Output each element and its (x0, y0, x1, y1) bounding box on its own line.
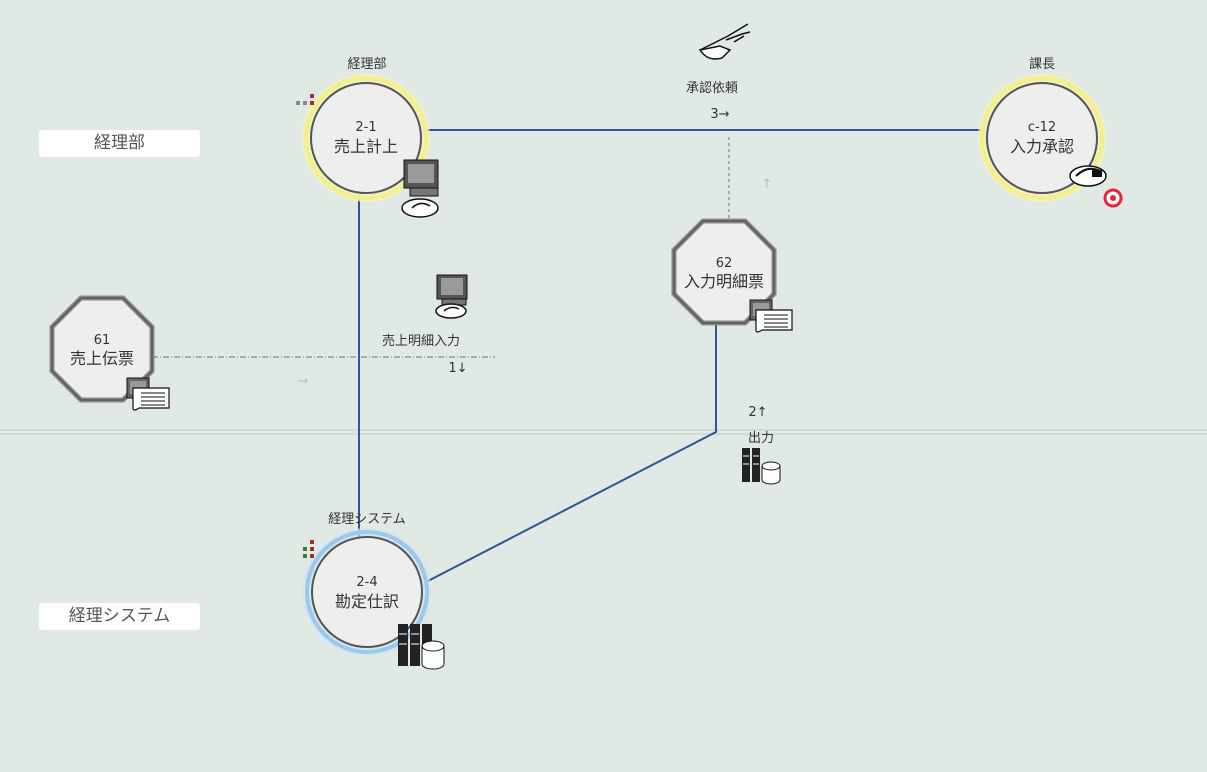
node-circle (310, 82, 422, 194)
node-name: 売上計上 (334, 137, 398, 156)
process-node-2-1[interactable] (302, 74, 430, 202)
server-database-icon (742, 448, 781, 485)
document-node-62[interactable] (671, 218, 777, 326)
node-number: c-12 (1028, 120, 1056, 135)
highlight-ring (305, 530, 429, 654)
node-role-label: 課長 (1029, 56, 1055, 72)
hand-pointing-icon (698, 23, 751, 60)
server-database-icon (398, 624, 445, 670)
node-name: 入力承認 (1010, 137, 1074, 156)
octagon-inner (673, 220, 775, 324)
faint-arrow-right: → (298, 374, 309, 389)
status-dots-icon (303, 540, 314, 558)
node-number: 62 (716, 256, 733, 271)
connectors (152, 129, 983, 583)
flow-label-entry: 売上明細入力 (382, 333, 460, 349)
octagon-inner (51, 297, 153, 401)
process-node-2-4[interactable] (303, 528, 431, 656)
highlight-ring (304, 76, 428, 200)
document-terminal-icon (126, 377, 170, 411)
flow-step-approval: 3→ (710, 107, 729, 122)
node-role-label: 経理部 (347, 57, 386, 72)
node-number: 61 (94, 333, 111, 348)
lane-label-accounting: 経理部 (39, 130, 200, 157)
node-name: 売上伝票 (70, 349, 134, 368)
node-number: 2-1 (355, 120, 376, 135)
computer-terminal-icon (435, 274, 468, 319)
document-terminal-icon (749, 299, 793, 333)
lane-label-accounting-system: 経理システム (39, 603, 200, 630)
node-number: 2-4 (356, 575, 377, 590)
document-node-61[interactable] (49, 295, 155, 403)
node-role-label: 経理システム (328, 512, 406, 527)
hand-approval-icon (1069, 165, 1107, 187)
flow-step-entry: 1↓ (448, 361, 467, 376)
status-dots-icon (296, 94, 314, 105)
highlight-ring (980, 76, 1104, 200)
faint-arrow-up: ↑ (762, 177, 773, 192)
node-circle (986, 82, 1098, 194)
node-name: 勘定仕訳 (335, 592, 399, 611)
alert-icon[interactable] (1103, 188, 1123, 208)
flow-label-output: 出力 (748, 431, 774, 446)
flow-label-approval: 承認依頼 (686, 80, 738, 96)
flow-step-output: 2↑ (748, 405, 767, 420)
computer-terminal-icon (401, 159, 439, 218)
connector-output[interactable] (425, 320, 717, 583)
node-circle (311, 536, 423, 648)
node-name: 入力明細票 (684, 272, 764, 291)
